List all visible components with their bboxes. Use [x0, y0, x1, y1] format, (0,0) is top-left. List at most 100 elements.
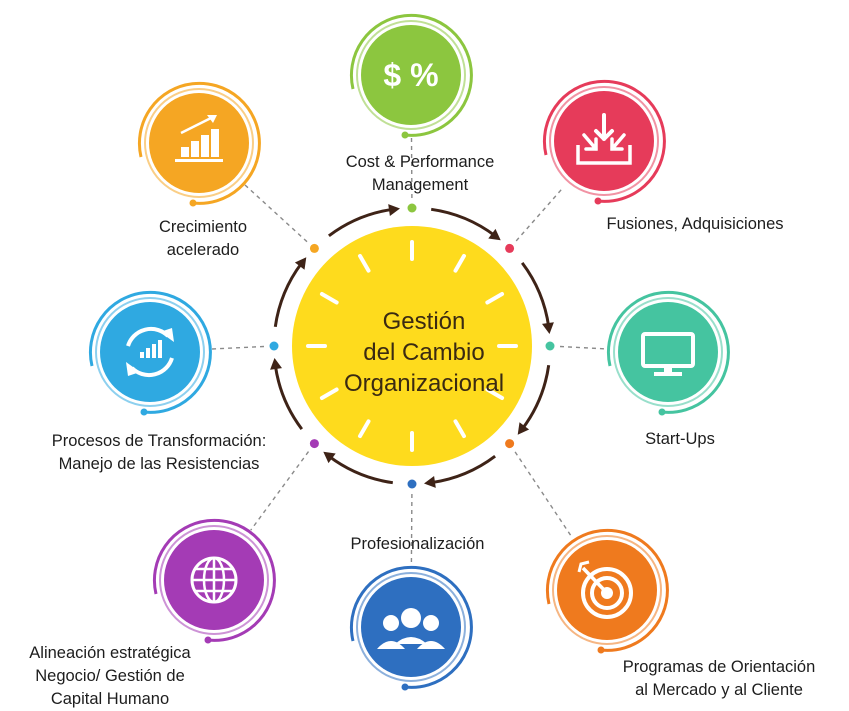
- ring-dot: [309, 439, 319, 449]
- target-icon: [577, 560, 633, 619]
- node-swirl: [137, 81, 261, 205]
- label-procesos: Procesos de Transformación: Manejo de la…: [30, 430, 288, 476]
- dollar-percent-glyph: $ %: [383, 57, 438, 93]
- node-alineacion: [152, 518, 276, 644]
- center-ray: [319, 387, 339, 400]
- node-swirl-end: [597, 646, 605, 654]
- label-line: Start-Ups: [645, 430, 715, 448]
- label-line: Procesos de Transformación:: [51, 432, 267, 450]
- ring-arc: [273, 364, 303, 431]
- node-swirl-end: [401, 131, 409, 139]
- label-line: Alineación estratégica: [29, 644, 191, 662]
- team-head: [401, 608, 421, 628]
- node-procesos: [88, 290, 212, 416]
- ring-arrowhead: [294, 257, 307, 270]
- dollar-percent-icon: $ %: [383, 57, 438, 93]
- globe-icon: [190, 556, 238, 604]
- center-ray: [319, 292, 339, 305]
- cycle-bar: [158, 340, 162, 358]
- node-cost-performance: $ %: [349, 13, 473, 139]
- growth-bar: [211, 129, 219, 157]
- ring-arc: [430, 455, 497, 485]
- node-profesionalizacion: [349, 565, 473, 691]
- monitor-icon: [641, 332, 695, 376]
- monitor-neck: [664, 366, 672, 373]
- label-programas: Programas de Orientación al Mercado y al…: [603, 656, 835, 702]
- node-halo: [356, 20, 466, 130]
- ring-dot: [505, 439, 515, 449]
- label-line: Management: [371, 176, 469, 194]
- cycle-chart-icon: [126, 326, 174, 378]
- node-programas: [545, 528, 669, 654]
- ring-dot: [545, 341, 555, 351]
- growth-bar: [201, 135, 209, 157]
- ring-arrowhead: [488, 228, 501, 241]
- connector-line: [559, 345, 607, 350]
- node-halo: [144, 88, 254, 198]
- label-line: Profesionalización: [350, 535, 485, 553]
- growth-bar: [181, 147, 189, 157]
- connector-lines: [211, 136, 607, 566]
- target-ring-outer: [581, 567, 633, 619]
- node-disc: [618, 302, 718, 402]
- team-icon: [377, 608, 445, 649]
- ring-arrowhead: [517, 422, 530, 435]
- ring-arrowhead: [424, 476, 436, 488]
- node-swirl: [152, 518, 276, 642]
- center-ray: [358, 419, 371, 439]
- center-title-line: Gestión: [382, 308, 466, 335]
- ring-dot: [269, 341, 279, 351]
- center-title: Gestión del Cambio Organizacional: [331, 306, 517, 399]
- label-alineacion: Alineación estratégica Negocio/ Gestión …: [10, 642, 210, 711]
- cycle-ring: [269, 203, 555, 489]
- node-crecimiento: [137, 81, 261, 207]
- cycle-arrowhead: [126, 362, 140, 376]
- ring-dot: [309, 243, 319, 253]
- ring-arc: [430, 207, 497, 237]
- node-disc: [361, 25, 461, 125]
- ring-arc: [327, 455, 394, 485]
- label-profesionalizacion: Profesionalización: [330, 533, 505, 556]
- node-halo: [95, 297, 205, 407]
- arrow-down: [594, 113, 614, 141]
- ring-arrowhead: [323, 451, 336, 464]
- cycle-bar: [146, 348, 150, 358]
- connector-line: [515, 187, 564, 242]
- node-swirl-end: [204, 636, 212, 644]
- ring-dot: [505, 243, 515, 253]
- connector-line: [514, 451, 574, 539]
- center-ray: [453, 253, 466, 273]
- team-head: [423, 615, 439, 631]
- growth-trend-arrowhead: [207, 115, 217, 123]
- node-halo: [613, 297, 723, 407]
- arrow-left-in: [582, 133, 598, 151]
- label-line: Capital Humano: [50, 690, 170, 708]
- ring-dot: [407, 479, 417, 489]
- arrow-right-in: [610, 133, 626, 151]
- node-swirl-end: [189, 199, 197, 207]
- growth-chart-icon: [175, 115, 223, 162]
- team-body: [395, 637, 427, 644]
- ring-arrowhead: [270, 358, 282, 370]
- label-line: Cost & Performance: [345, 153, 495, 171]
- label-line: al Mercado y al Cliente: [635, 681, 803, 699]
- inbox-tray: [576, 145, 632, 165]
- node-halo: [159, 525, 269, 635]
- node-halo: [552, 535, 662, 645]
- label-line: Fusiones, Adquisiciones: [606, 215, 784, 233]
- node-swirl: [349, 13, 473, 137]
- connector-line: [410, 493, 413, 566]
- node-swirl: [606, 290, 730, 414]
- ring-arc: [327, 207, 394, 237]
- growth-trend: [180, 115, 214, 135]
- team-head: [383, 615, 399, 631]
- node-swirl: [88, 290, 212, 414]
- node-swirl: [545, 528, 669, 652]
- node-halo: [549, 86, 659, 196]
- ring-arc: [521, 261, 551, 328]
- label-crecimiento: Crecimiento acelerado: [128, 216, 278, 262]
- node-halo: [356, 572, 466, 682]
- node-swirl: [349, 565, 473, 689]
- ring-arc: [273, 261, 303, 328]
- center-ray: [358, 253, 371, 273]
